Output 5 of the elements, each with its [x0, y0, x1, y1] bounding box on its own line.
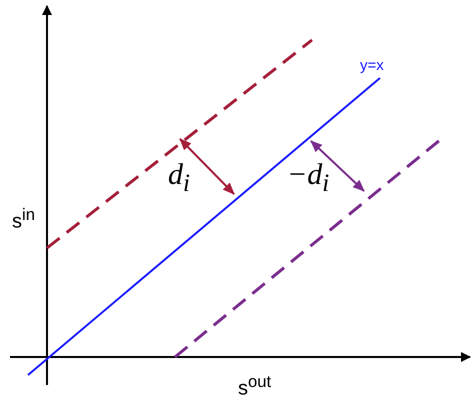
distance-label: −d$_{i}$ [287, 160, 330, 196]
line-label: y=x [360, 58, 384, 73]
distance-label: d$_{i}$ [168, 160, 190, 196]
axis-label: s$^{out}$ [238, 374, 272, 399]
axis-label: s$^{in}$ [12, 207, 35, 232]
